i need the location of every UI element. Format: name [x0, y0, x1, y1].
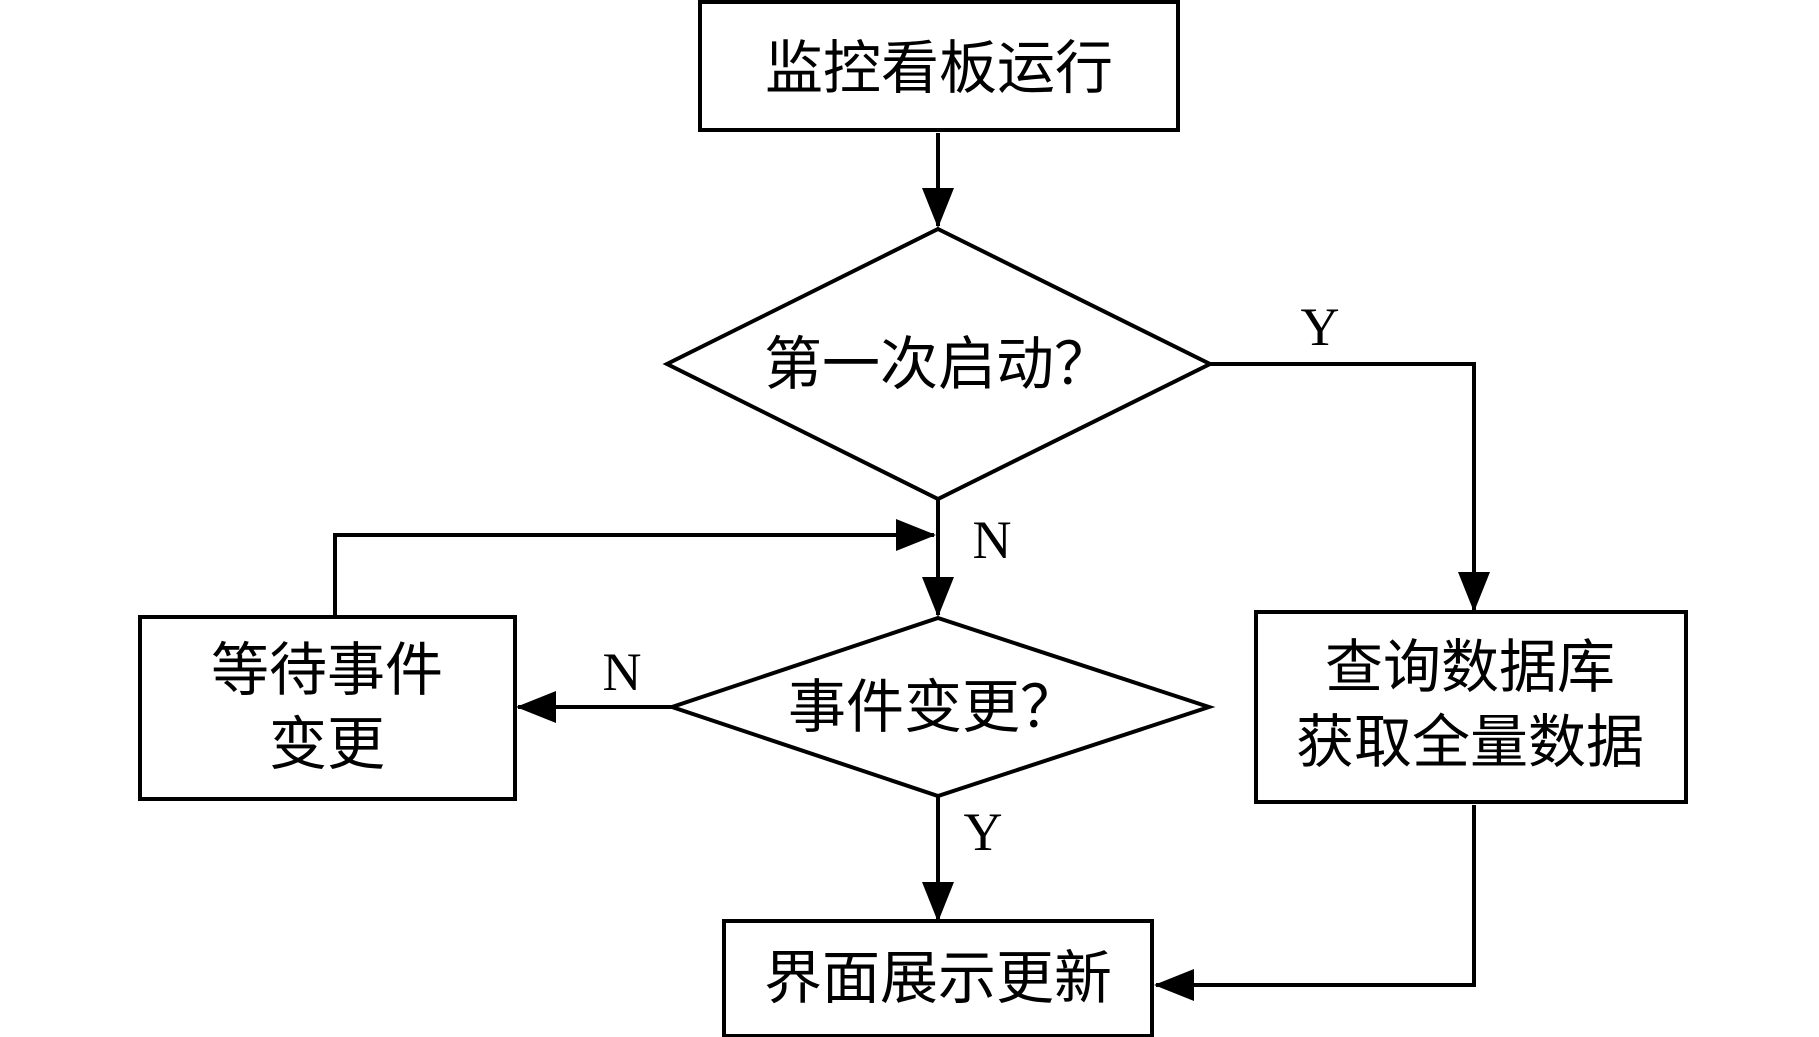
label-first-launch-no: N — [973, 510, 1012, 570]
node-wait-event: 等待事件 变更 — [138, 615, 517, 801]
node-first-launch-label: 第一次启动？ — [764, 330, 1112, 398]
node-start-label: 监控看板运行 — [765, 34, 1113, 102]
edge-first-launch-yes — [1209, 362, 1490, 612]
node-wait-event-line-2: 变更 — [269, 710, 385, 778]
node-ui-update-box — [722, 919, 1154, 1037]
node-start-box — [698, 0, 1180, 132]
node-query-db-line-1: 查询数据库 — [1325, 633, 1615, 701]
node-ui-update-label: 界面展示更新 — [764, 944, 1112, 1012]
node-event-change: 事件变更？ — [665, 615, 1216, 799]
node-wait-event-line-1: 等待事件 — [211, 636, 443, 704]
label-first-launch-yes: Y — [1301, 297, 1340, 357]
label-event-change-no: N — [603, 642, 642, 702]
node-first-launch: 第一次启动？ — [662, 226, 1215, 502]
node-query-db-box — [1254, 610, 1688, 804]
node-event-change-label: 事件变更？ — [788, 673, 1078, 741]
label-event-change-yes: Y — [964, 802, 1003, 862]
node-ui-update: 界面展示更新 — [722, 919, 1154, 1037]
node-wait-event-box — [138, 615, 517, 801]
node-start: 监控看板运行 — [698, 0, 1180, 132]
edges — [333, 133, 1490, 1001]
edge-query-to-ui-update — [1154, 805, 1476, 1001]
edge-labels: Y N N Y — [603, 297, 1340, 862]
edge-wait-event-loop — [333, 519, 936, 615]
node-query-db: 查询数据库 获取全量数据 — [1254, 610, 1688, 804]
node-query-db-line-2: 获取全量数据 — [1296, 708, 1644, 776]
node-event-change-diamond — [665, 615, 1216, 799]
node-first-launch-diamond — [662, 226, 1215, 502]
